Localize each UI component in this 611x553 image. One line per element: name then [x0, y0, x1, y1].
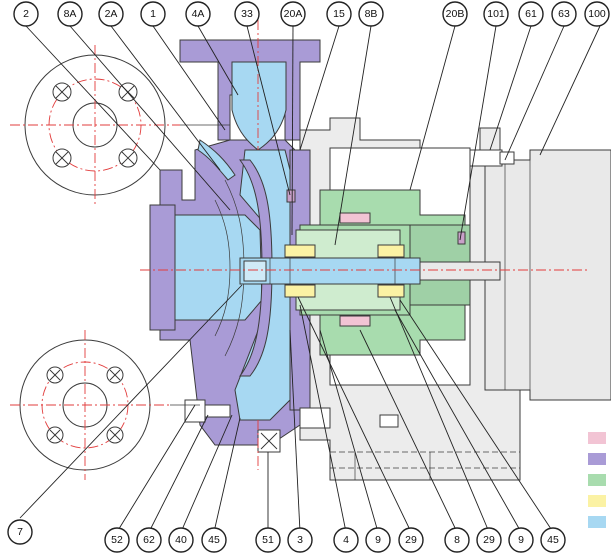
- legend-swatch-purple: [588, 453, 606, 465]
- callout-label: 4A: [192, 8, 205, 20]
- callout-40: 40: [168, 527, 194, 553]
- callout-label: 9: [375, 534, 381, 546]
- motor-adapter: [484, 149, 611, 401]
- callout-1: 1: [140, 1, 166, 27]
- legend-swatch-blue: [588, 516, 606, 528]
- callout-9-second: 9: [508, 527, 534, 553]
- callout-label: 8B: [365, 8, 378, 20]
- callout-label: 8: [454, 534, 460, 546]
- callout-label: 3: [297, 534, 303, 546]
- flange-bolt-hole: [106, 426, 124, 444]
- callout-45-second: 45: [540, 527, 566, 553]
- callout-label: 20A: [284, 8, 303, 20]
- callout-9: 9: [365, 527, 391, 553]
- bearings: [284, 244, 405, 298]
- shaft: [239, 257, 501, 285]
- callout-101: 101: [483, 1, 509, 27]
- callout-3: 3: [287, 527, 313, 553]
- callout-label: 2A: [105, 8, 118, 20]
- callout-label: 40: [175, 534, 187, 546]
- callout-label: 45: [547, 534, 559, 546]
- leader-lines: [19, 25, 601, 533]
- discharge-flange-view: [10, 45, 180, 205]
- legend-swatch-pink: [588, 432, 606, 444]
- flange-bolt-hole: [52, 82, 72, 102]
- callout-8: 8: [444, 527, 470, 553]
- callout-label: 2: [23, 8, 29, 20]
- callout-20b: 20B: [442, 1, 468, 27]
- flange-bolt-hole: [118, 148, 138, 168]
- callout-label: 8A: [64, 8, 77, 20]
- flange-bolt-hole: [46, 366, 64, 384]
- callout-8b: 8B: [358, 1, 384, 27]
- callout-label: 29: [483, 534, 495, 546]
- callout-label: 51: [262, 534, 274, 546]
- callout-8a: 8A: [57, 1, 83, 27]
- callout-2a: 2A: [98, 1, 124, 27]
- callout-label: 100: [588, 8, 606, 20]
- callout-label: 62: [143, 534, 155, 546]
- color-legend: [588, 432, 606, 528]
- callout-51: 51: [255, 527, 281, 553]
- callout-33: 33: [234, 1, 260, 27]
- callout-2: 2: [13, 1, 39, 27]
- callout-61: 61: [518, 1, 544, 27]
- callout-52: 52: [104, 527, 130, 553]
- callout-63: 63: [551, 1, 577, 27]
- flange-bolt-hole: [52, 148, 72, 168]
- callout-label: 33: [241, 8, 253, 20]
- callout-15: 15: [326, 1, 352, 27]
- callout-4: 4: [333, 527, 359, 553]
- legend-swatch-green: [588, 474, 606, 486]
- outer-magnets: [339, 212, 371, 327]
- callout-label: 1: [150, 8, 156, 20]
- callout-label: 7: [17, 526, 23, 538]
- callout-45: 45: [201, 527, 227, 553]
- callout-label: 15: [333, 8, 345, 20]
- liquid-passages: [174, 61, 291, 421]
- flange-bolt-hole: [46, 426, 64, 444]
- callout-label: 45: [208, 534, 220, 546]
- callout-100: 100: [584, 1, 610, 27]
- callout-20a: 20A: [280, 1, 306, 27]
- callout-label: 29: [405, 534, 417, 546]
- suction-flange-view: [10, 330, 170, 480]
- callout-label: 4: [343, 534, 349, 546]
- legend-swatch-yellow: [588, 495, 606, 507]
- flange-bolt-hole: [106, 366, 124, 384]
- callout-4a: 4A: [185, 1, 211, 27]
- callout-label: 52: [111, 534, 123, 546]
- callout-label: 63: [558, 8, 570, 20]
- callout-29: 29: [398, 527, 424, 553]
- callout-label: 61: [525, 8, 537, 20]
- callout-62: 62: [136, 527, 162, 553]
- callout-label: 9: [518, 534, 524, 546]
- callout-29-second: 29: [476, 527, 502, 553]
- callout-7: 7: [7, 519, 33, 545]
- callout-label: 20B: [446, 8, 465, 20]
- callout-label: 101: [487, 8, 505, 20]
